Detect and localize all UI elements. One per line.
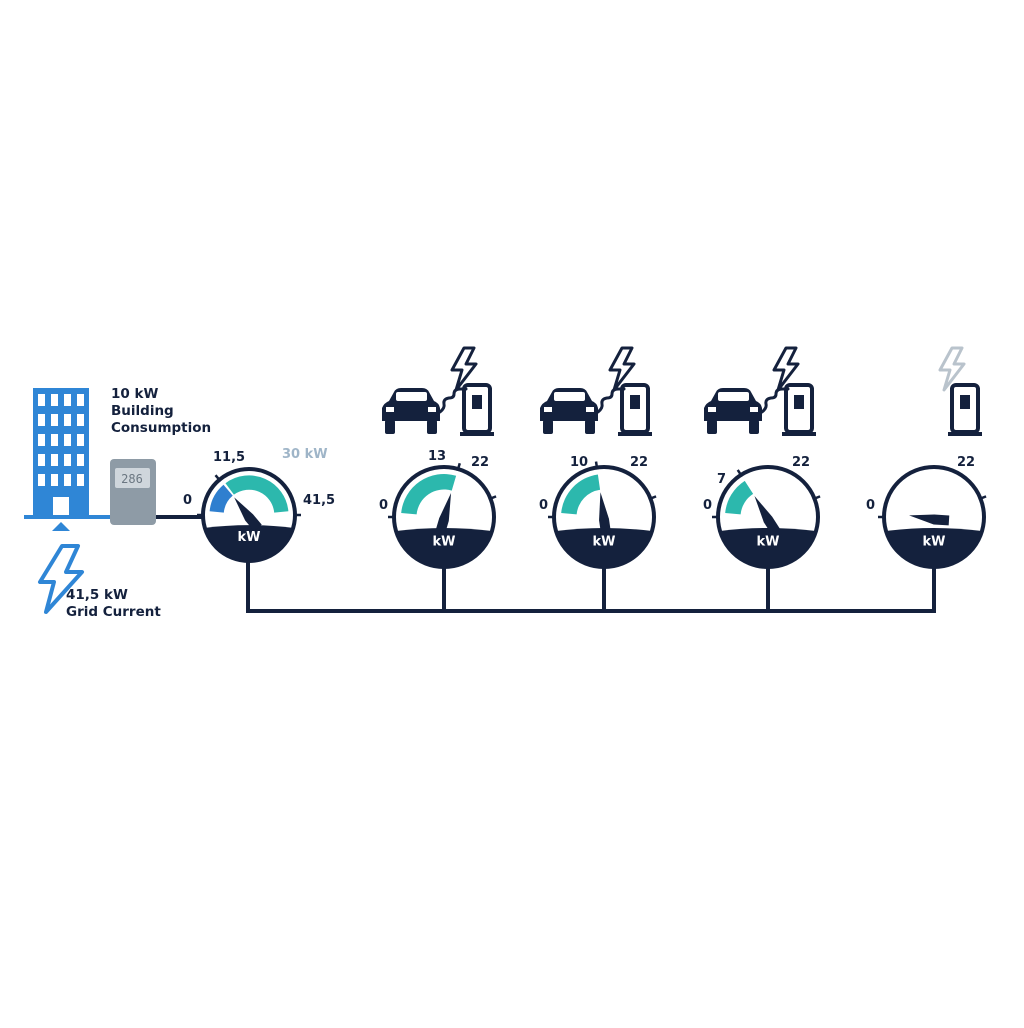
gauge-needle: [234, 497, 262, 532]
grid-label: Grid Current: [66, 604, 161, 620]
gauge-unit-label: kW: [433, 535, 456, 550]
tick-value: [736, 469, 744, 478]
charger-1-value-label: 13: [428, 449, 447, 464]
building-consumption-label: 10 kW Building Consumption: [111, 386, 211, 437]
building-label-line2: Consumption: [111, 420, 212, 436]
charger-3-min-label: 0: [703, 498, 713, 513]
lightning-bolt-icon: [450, 346, 478, 392]
charger-1-max-label: 22: [471, 455, 490, 470]
meter-display: 286: [121, 472, 143, 486]
building-label-line1: Building: [111, 403, 174, 419]
gauge-kw-plate: [720, 528, 816, 567]
lightning-bolt-icon: [38, 544, 84, 614]
available-capacity-band: [225, 475, 289, 513]
gauge-needle: [434, 493, 452, 536]
gauge-needle: [909, 514, 950, 526]
tick-max: [812, 495, 821, 501]
gauge-unit-label: kW: [923, 535, 946, 550]
lightning-bolt-icon: [608, 346, 636, 392]
main-gauge-max-label: 41,5: [303, 493, 336, 508]
charger-4-min-label: 0: [866, 498, 876, 513]
charger-2-max-label: 22: [630, 455, 649, 470]
gauge-kw-plate: [886, 528, 982, 567]
tick-max: [488, 495, 497, 501]
tick-max: [978, 495, 987, 501]
charging-point-3: [704, 346, 816, 436]
charger-3-gauge: kW: [712, 465, 821, 569]
car-icon: [704, 388, 762, 434]
charger-4-max-label: 22: [957, 455, 976, 470]
charging-power-band: [401, 474, 457, 515]
gauge-kw-plate: [204, 525, 294, 562]
charger-2-gauge: kW: [548, 461, 657, 569]
charging-points: [382, 346, 982, 436]
lightning-bolt-icon: [938, 346, 966, 392]
charging-point-1: [382, 346, 494, 436]
gauge-unit-label: kW: [757, 535, 780, 550]
gauges: kW kW kW kW kW: [197, 461, 987, 569]
gauge-needle: [599, 492, 612, 536]
car-icon: [540, 388, 598, 434]
building-share-band: [209, 484, 233, 513]
gauge-unit-label: kW: [593, 535, 616, 550]
gauge-unit-label: kW: [238, 530, 261, 545]
wiring: [152, 515, 936, 613]
charger-2-min-label: 0: [539, 498, 549, 513]
main-gauge-mark-label: 11,5: [213, 450, 246, 465]
charger-3-value-label: 7: [717, 472, 727, 487]
main-gauge-min-label: 0: [183, 493, 193, 508]
tick-building-share: [214, 474, 222, 483]
lightning-bolt-icon: [772, 346, 800, 392]
gauge-kw-plate: [396, 528, 492, 568]
tick-max: [648, 495, 657, 501]
charger-4-gauge: kW: [878, 465, 987, 569]
tick-value: [594, 461, 599, 470]
charging-point-4: [938, 346, 982, 436]
charging-power-band: [561, 474, 601, 515]
charger-1-min-label: 0: [379, 498, 389, 513]
charging-station-icon: [782, 383, 816, 436]
charging-station-icon: [460, 383, 494, 436]
charger-3-max-label: 22: [792, 455, 811, 470]
main-gauge-available-label: 30 kW: [282, 447, 328, 462]
charging-point-2: [540, 346, 652, 436]
charging-station-icon: [948, 383, 982, 436]
gauge-kw-plate: [556, 528, 652, 567]
car-icon: [382, 388, 440, 434]
building-power: 10 kW: [111, 386, 159, 402]
gauge-needle: [754, 495, 781, 535]
grid-power: 41,5 kW: [66, 587, 128, 603]
grid-current-label: 41,5 kW Grid Current: [66, 587, 161, 621]
charger-1-gauge: kW: [388, 462, 497, 569]
main-gauge: kW: [197, 467, 301, 563]
electricity-meter-icon: 286: [110, 459, 156, 525]
charging-power-band: [725, 480, 754, 515]
charger-2-value-label: 10: [570, 455, 589, 470]
tick-value: [456, 462, 461, 472]
charging-station-icon: [618, 383, 652, 436]
office-building-icon: [24, 388, 110, 531]
